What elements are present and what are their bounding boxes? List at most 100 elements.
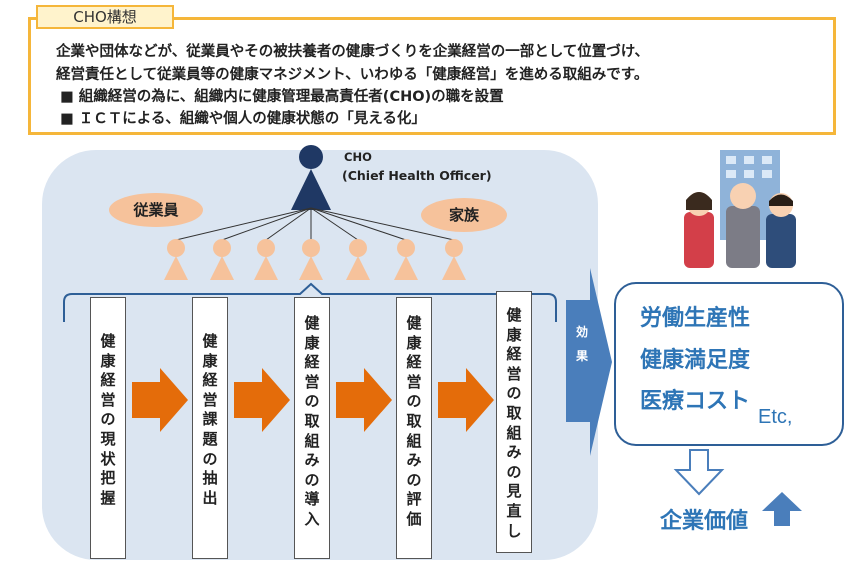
cho-label: CHO <box>344 150 372 164</box>
vertical-char: 康 <box>506 325 522 344</box>
effect-label: 効果 <box>572 320 592 380</box>
result-arrow-icon <box>673 449 725 496</box>
vertical-char: 直 <box>506 501 522 520</box>
concept-bullet-2: ■ ＩＣＴによる、組織や個人の健康状態の「見える化」 <box>60 111 426 127</box>
vertical-char: 組 <box>506 423 522 442</box>
vertical-char: 健 <box>406 314 422 332</box>
step-box: 健康経営の現状把握 <box>90 297 126 559</box>
vertical-char: 組 <box>406 431 422 450</box>
step-label: 健康経営の取組みの評価 <box>397 314 431 530</box>
step-label: 健康経営の取組みの見直し <box>497 306 531 541</box>
vertical-char: 康 <box>304 333 320 352</box>
vertical-char: 抽 <box>202 469 218 488</box>
vertical-char: の <box>304 392 320 411</box>
effect-productivity: 労働生産性 <box>640 306 751 331</box>
person-icon <box>394 239 418 280</box>
concept-line-2: 経営責任として従業員等の健康マネジメント、いわゆる「健康経営」を進める取組みです… <box>56 67 649 83</box>
step-arrow-icon <box>132 368 188 432</box>
step-box: 健康経営の取組みの見直し <box>496 291 532 553</box>
vertical-char: 現 <box>100 429 116 448</box>
vertical-char: 営 <box>304 372 320 391</box>
vertical-char: 営 <box>100 390 116 409</box>
effect-arrow-icon <box>566 268 612 456</box>
vertical-char: 取 <box>406 411 422 430</box>
vertical-char: 経 <box>506 345 522 364</box>
vertical-char: 健 <box>202 332 218 350</box>
vertical-char: 経 <box>100 371 116 390</box>
step-arrow-icon <box>234 368 290 432</box>
up-arrow-icon <box>762 492 802 526</box>
effect-medical-cost: 医療コスト <box>640 389 751 414</box>
vertical-char: 果 <box>575 349 588 363</box>
office-people-illustration-icon <box>684 150 796 268</box>
cho-figure-icon <box>291 145 331 210</box>
vertical-char: 効 <box>575 325 588 339</box>
vertical-char: 康 <box>202 351 218 370</box>
vertical-char: 状 <box>100 449 116 468</box>
vertical-char: 取 <box>506 403 522 422</box>
step-arrows <box>132 368 494 432</box>
person-icon <box>299 239 323 280</box>
vertical-char: 健 <box>304 314 320 332</box>
step-arrow-icon <box>438 368 494 432</box>
vertical-char: の <box>506 384 522 403</box>
vertical-char: 康 <box>406 333 422 352</box>
step-box: 健康経営の取組みの評価 <box>396 297 432 559</box>
vertical-char: 康 <box>100 351 116 370</box>
person-icon <box>254 239 278 280</box>
vertical-char: 営 <box>202 390 218 409</box>
vertical-char: 健 <box>506 306 522 324</box>
vertical-char: 経 <box>304 353 320 372</box>
vertical-char: し <box>506 521 522 540</box>
vertical-char: 題 <box>202 429 218 448</box>
concept-line-1: 企業や団体などが、従業員やその被扶養者の健康づくりを企業経営の一部として位置づけ… <box>56 44 650 60</box>
step-arrow-icon <box>336 368 392 432</box>
concept-box <box>28 17 836 135</box>
vertical-char: の <box>406 470 422 489</box>
vertical-char: 経 <box>406 353 422 372</box>
concept-title: CHO構想 <box>36 5 174 29</box>
employees-label: 従業員 <box>109 193 203 227</box>
corporate-value: 企業価値 <box>660 509 749 534</box>
vertical-char: 握 <box>100 488 116 507</box>
step-box: 健康経営の取組みの導入 <box>294 297 330 559</box>
vertical-char: 経 <box>202 371 218 390</box>
staff-figures <box>164 239 466 280</box>
vertical-char: の <box>406 392 422 411</box>
person-icon <box>210 239 234 280</box>
vertical-char: 出 <box>202 488 218 507</box>
vertical-char: 導 <box>304 490 320 509</box>
effect-etc: Etc, <box>758 406 793 428</box>
step-label: 健康経営の現状把握 <box>91 332 125 508</box>
vertical-char: の <box>202 449 218 468</box>
vertical-char: の <box>506 462 522 481</box>
vertical-char: 営 <box>506 364 522 383</box>
vertical-char: の <box>304 470 320 489</box>
vertical-char: 見 <box>506 482 522 501</box>
vertical-char: み <box>506 443 522 462</box>
effect-satisfaction: 健康満足度 <box>640 348 751 373</box>
vertical-char: み <box>406 451 422 470</box>
vertical-char: 営 <box>406 372 422 391</box>
vertical-char: の <box>100 410 116 429</box>
step-label: 健康経営課題の抽出 <box>193 332 227 508</box>
vertical-char: 把 <box>100 469 116 488</box>
step-label: 健康経営の取組みの導入 <box>295 314 329 530</box>
cho-connection-lines <box>175 207 455 241</box>
vertical-char: み <box>304 451 320 470</box>
bracket <box>63 282 557 322</box>
vertical-char: 取 <box>304 411 320 430</box>
cho-fullname: (Chief Health Officer) <box>342 168 492 183</box>
concept-bullet-1: ■ 組織経営の為に、組織内に健康管理最高責任者(CHO)の職を設置 <box>60 89 504 105</box>
step-box: 健康経営課題の抽出 <box>192 297 228 559</box>
vertical-char: 入 <box>304 509 320 528</box>
vertical-char: 評 <box>406 490 422 509</box>
vertical-char: 課 <box>202 410 218 429</box>
person-icon <box>442 239 466 280</box>
person-icon <box>346 239 370 280</box>
person-icon <box>164 239 188 280</box>
vertical-char: 組 <box>304 431 320 450</box>
family-label: 家族 <box>421 198 507 232</box>
vertical-char: 健 <box>100 332 116 350</box>
